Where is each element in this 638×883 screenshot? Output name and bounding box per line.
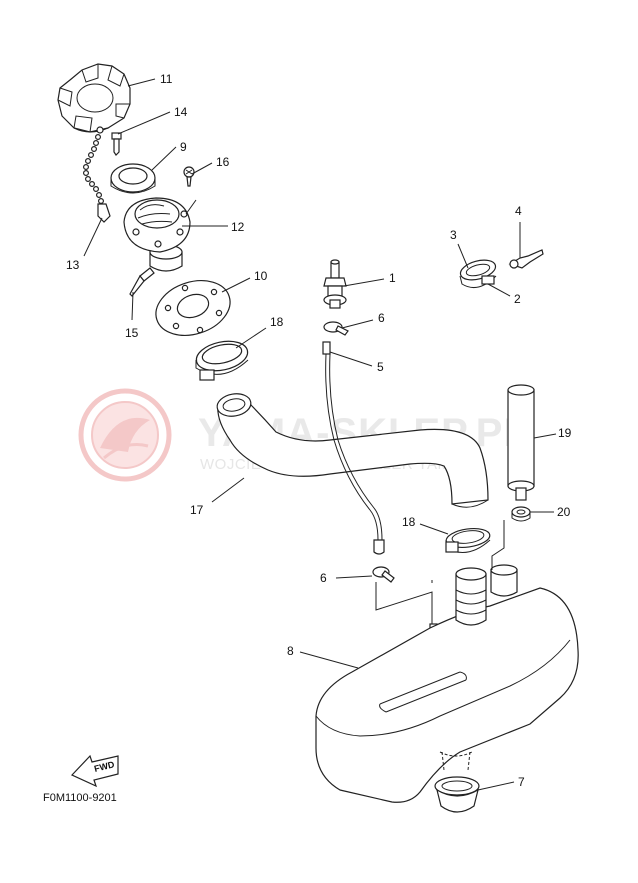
callout-3: 3 (450, 228, 457, 242)
part-6-clip-upper[interactable] (323, 321, 349, 336)
part-8-fuel-tank[interactable] (315, 520, 579, 803)
callout-11: 11 (160, 72, 173, 86)
leader-lines (83, 78, 557, 791)
callout-4: 4 (515, 204, 522, 218)
part-10-gasket[interactable] (149, 272, 237, 345)
part-5-breather-hose[interactable] (322, 341, 385, 555)
callout-14: 14 (174, 105, 188, 119)
callout-18-lower: 18 (402, 515, 416, 529)
part-19-vent-pipe[interactable] (507, 384, 535, 501)
callout-12: 12 (231, 220, 245, 234)
callout-6-upper: 6 (378, 311, 385, 325)
callout-9: 9 (180, 140, 187, 154)
callout-8: 8 (287, 644, 294, 658)
part-17-filler-hose[interactable] (215, 391, 489, 508)
part-7-drain-cap[interactable] (434, 776, 480, 813)
part-11-fuel-cap[interactable] (57, 63, 131, 133)
fwd-arrow-icon: FWD (70, 754, 119, 788)
watermark-logo (78, 388, 172, 482)
part-18-hose-clamp-lower[interactable] (445, 526, 491, 553)
callout-5: 5 (377, 360, 384, 374)
part-12-filler-neck[interactable] (123, 197, 191, 272)
part-1-fitting[interactable] (323, 259, 347, 309)
callout-15: 15 (125, 326, 139, 340)
callout-16: 16 (216, 155, 230, 169)
part-16-screw[interactable] (183, 166, 195, 187)
part-20-grommet[interactable] (511, 506, 531, 522)
callout-13: 13 (66, 258, 80, 272)
callout-20: 20 (557, 505, 571, 519)
callout-18-upper: 18 (270, 315, 284, 329)
callout-17: 17 (190, 503, 204, 517)
part-4-bolt[interactable] (508, 249, 544, 269)
part-2-clamp-screw[interactable] (481, 275, 495, 285)
part-6-clip-lower[interactable] (372, 566, 395, 583)
part-14-screw[interactable] (111, 132, 122, 156)
callout-19: 19 (558, 426, 572, 440)
cap-chain (82, 126, 111, 223)
callout-7: 7 (518, 775, 525, 789)
fwd-label: FWD (93, 759, 116, 774)
part-15-screw[interactable] (129, 267, 155, 297)
part-9-grommet[interactable] (110, 163, 156, 194)
part-18-hose-clamp-upper[interactable] (194, 337, 251, 381)
callout-2: 2 (514, 292, 521, 306)
callout-10: 10 (254, 269, 268, 283)
callout-1: 1 (389, 271, 396, 285)
callout-numbers: 11 14 9 16 12 13 15 10 18 17 1 6 5 6 3 2… (66, 72, 572, 789)
callout-6-lower: 6 (320, 571, 327, 585)
diagram-code: F0M1100-9201 (43, 792, 117, 804)
